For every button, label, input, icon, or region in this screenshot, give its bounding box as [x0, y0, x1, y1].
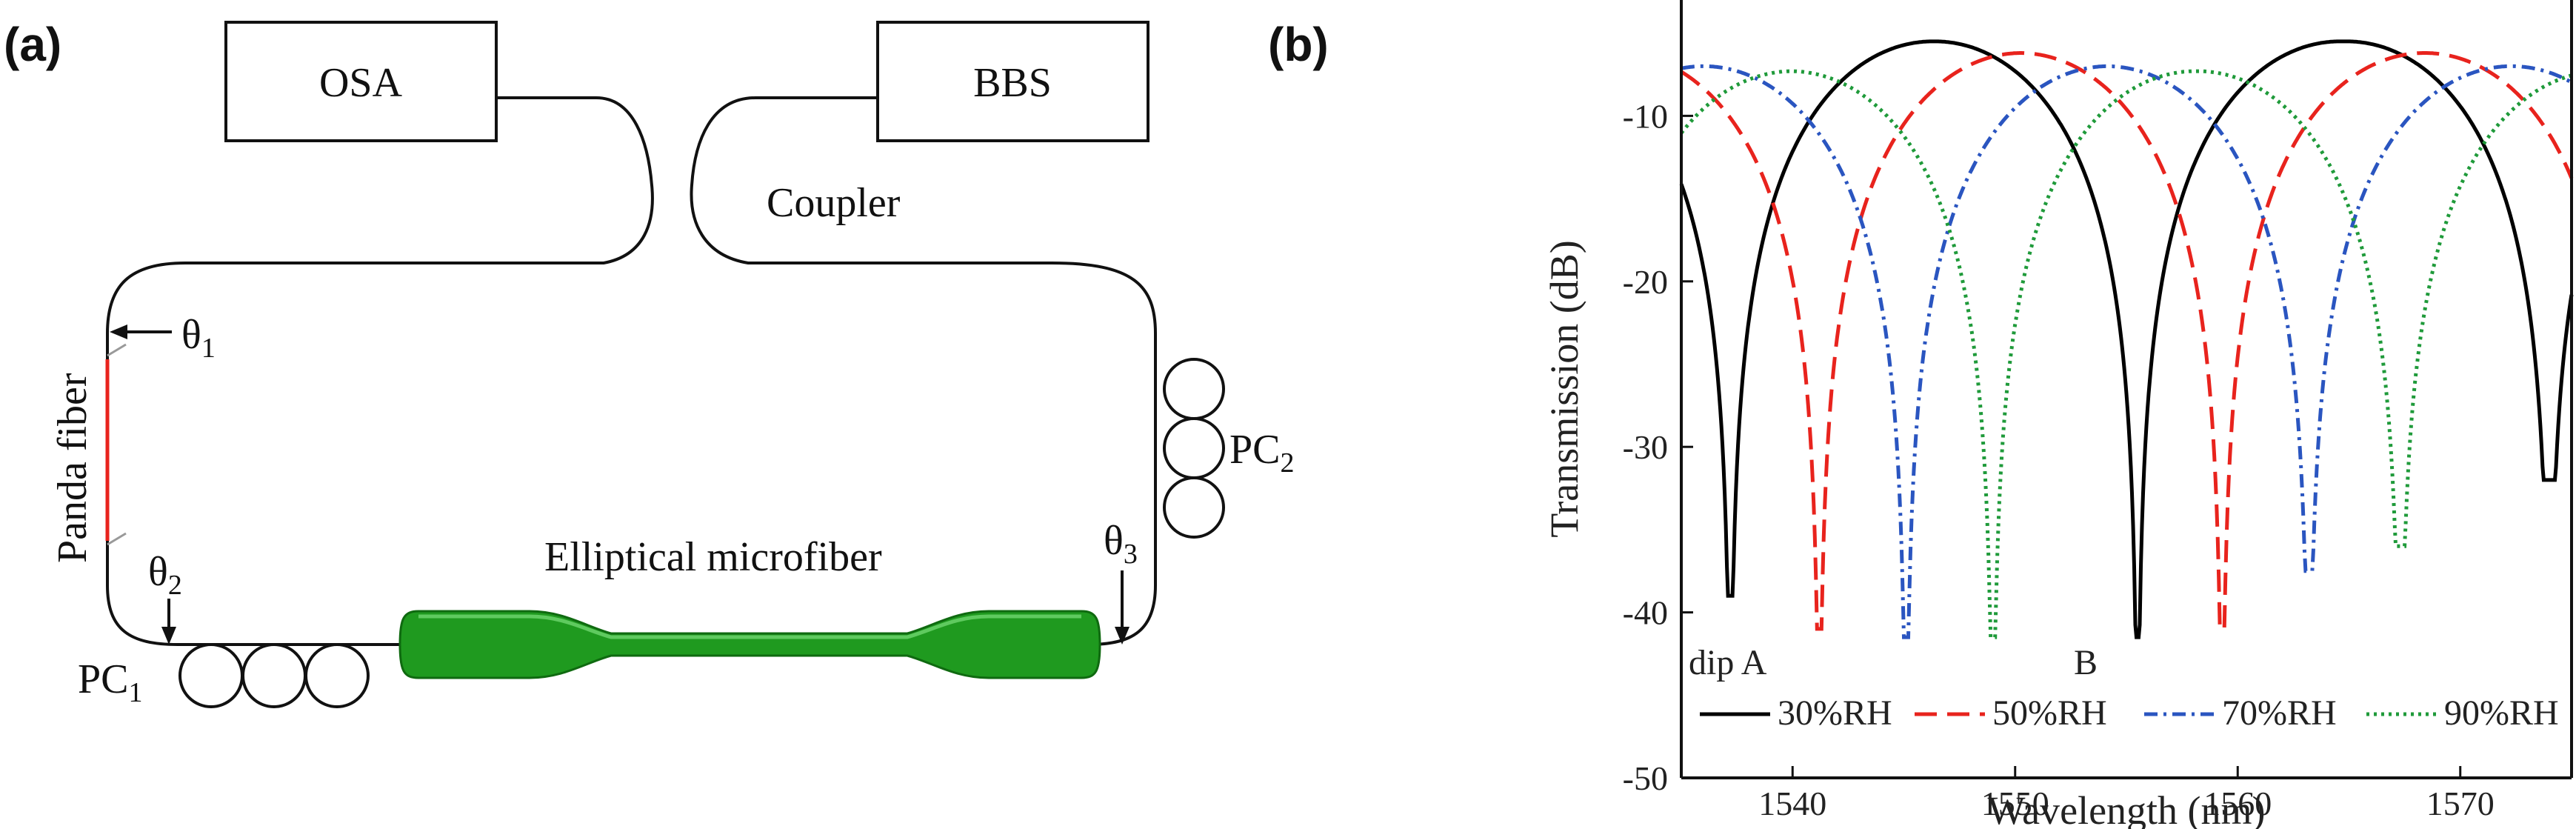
x-axis-label: Wavelength (nm)	[1987, 788, 2265, 829]
panel-b-letter: (b)	[1268, 18, 1329, 71]
microfiber-label: Elliptical microfiber	[544, 534, 882, 580]
x-tick-label: 1550	[1981, 785, 2049, 822]
y-tick-label: -30	[1623, 428, 1668, 466]
legend-label: 30%RH	[1778, 693, 1892, 733]
theta3-arrowhead	[1115, 627, 1129, 645]
panda-marker-top	[107, 343, 127, 357]
pc1-paddles	[178, 643, 370, 708]
theta2-arrowhead	[161, 627, 176, 645]
panel-a-letter: (a)	[4, 18, 61, 71]
bbs-box	[876, 21, 1149, 142]
panda-fiber-label: Panda fiber	[50, 373, 96, 563]
transmission-chart: Transmission (dB) Wavelength (nm) -10 -20…	[1542, 0, 2574, 829]
pc2-paddles	[1163, 358, 1225, 539]
coupler	[185, 96, 1052, 264]
legend-label: 70%RH	[2222, 693, 2337, 733]
coupler-label: Coupler	[767, 180, 901, 226]
legend-label: 90%RH	[2444, 693, 2559, 733]
theta3-label: θ3	[1104, 518, 1138, 570]
x-tick-label: 1540	[1758, 785, 1826, 822]
y-tick-label: -20	[1623, 263, 1668, 301]
theta1-arrowhead	[110, 324, 127, 339]
y-tick-label: -10	[1623, 97, 1668, 135]
legend-label: 50%RH	[1992, 693, 2107, 733]
bbs-label: BBS	[973, 60, 1052, 106]
panda-marker-bottom	[107, 532, 127, 546]
series-line-1	[1679, 39, 2574, 639]
series-line-4	[1680, 69, 2572, 639]
series-line-3	[1681, 64, 2573, 639]
y-axis-label: Transmission (dB)	[1542, 240, 1586, 538]
osa-box	[224, 21, 498, 142]
y-tick-label: -40	[1623, 594, 1668, 632]
x-tick-label: 1560	[2203, 785, 2272, 822]
elliptical-microfiber	[398, 610, 1101, 679]
osa-label: OSA	[319, 60, 403, 106]
theta2-label: θ2	[148, 549, 182, 601]
annotation-dip-b: B	[2074, 643, 2098, 682]
fiber-loop	[106, 262, 1157, 646]
pc1-label: PC1	[78, 656, 143, 708]
pc2-label: PC2	[1229, 427, 1295, 479]
annotation-dip-a: dip A	[1689, 643, 1767, 682]
x-tick-label: 1570	[2426, 785, 2495, 822]
y-tick-label: -50	[1623, 759, 1668, 797]
theta1-label: θ1	[181, 312, 216, 364]
series-line-2	[1680, 51, 2574, 631]
